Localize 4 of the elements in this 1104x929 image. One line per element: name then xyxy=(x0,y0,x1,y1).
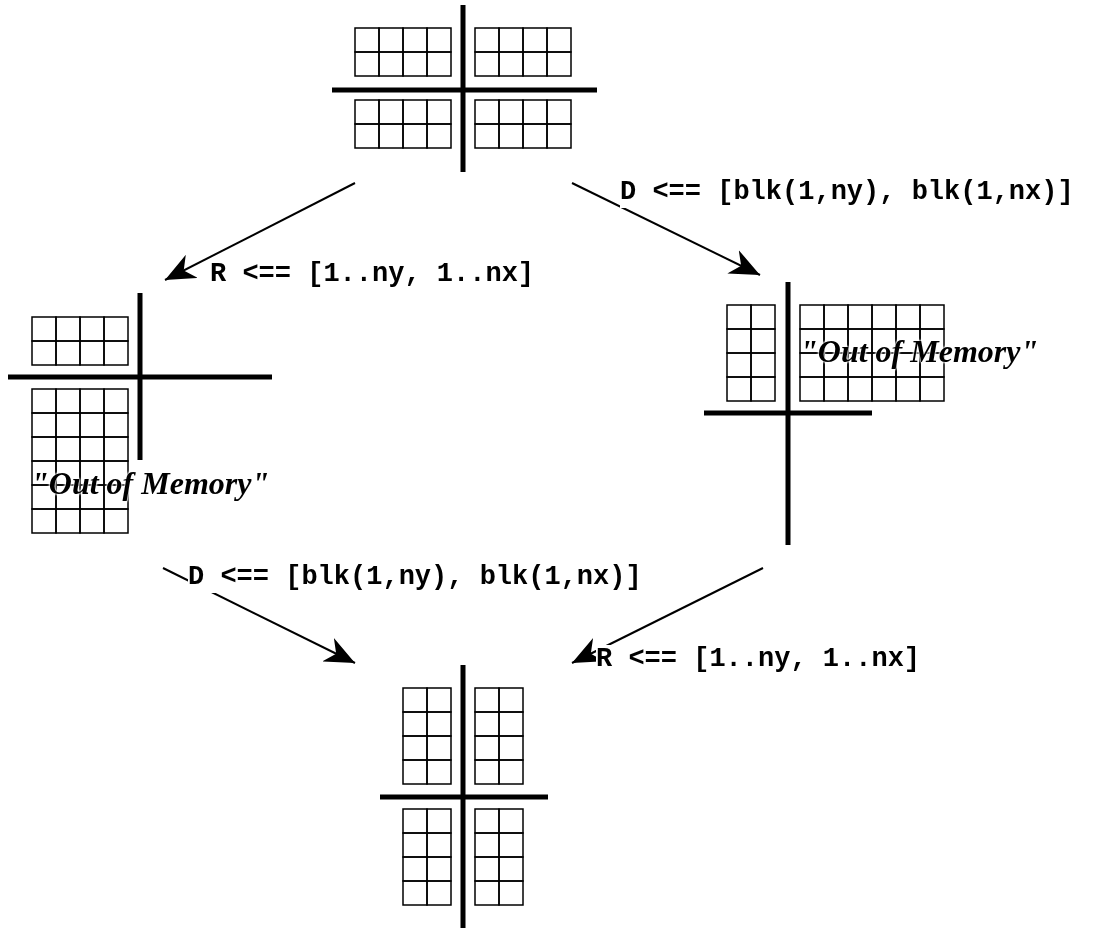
arrow xyxy=(162,567,356,664)
arrow xyxy=(571,182,761,276)
arrow xyxy=(571,567,764,664)
arrow xyxy=(164,182,356,281)
